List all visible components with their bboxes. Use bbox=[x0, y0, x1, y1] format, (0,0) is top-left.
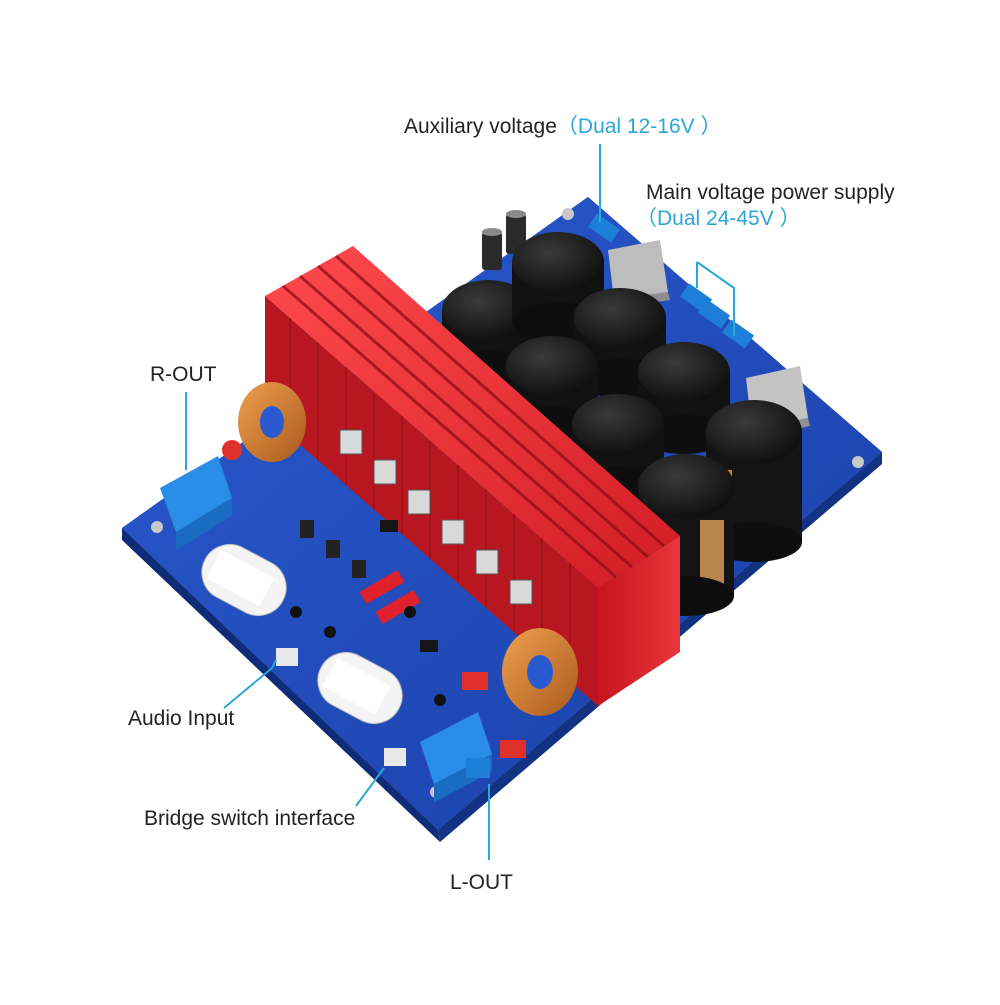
main-voltage-text: Main voltage power supply bbox=[646, 181, 895, 204]
inductors bbox=[238, 382, 578, 716]
film-capacitors bbox=[201, 543, 403, 725]
small-components bbox=[222, 440, 526, 766]
callout-leaders bbox=[185, 144, 735, 860]
main-voltage-spec: （Dual 24-45V ） bbox=[636, 207, 801, 230]
relays bbox=[160, 456, 492, 802]
audio-input-label: Audio Input bbox=[128, 707, 235, 730]
main-voltage-label: Main voltage power supply bbox=[646, 182, 895, 203]
power-terminals bbox=[587, 213, 755, 349]
aux-voltage-text: Auxiliary voltage bbox=[404, 115, 557, 138]
power-transistors bbox=[339, 429, 533, 605]
l-out-label: L-OUT bbox=[450, 871, 513, 894]
filter-capacitors bbox=[442, 232, 802, 616]
small-capacitors bbox=[482, 210, 526, 270]
aux-voltage-label: Auxiliary voltage（Dual 12-16V ） bbox=[404, 116, 721, 137]
r-out-label: R-OUT bbox=[150, 363, 217, 386]
aux-voltage-spec: （Dual 12-16V ） bbox=[556, 115, 722, 138]
bridge-switch-label: Bridge switch interface bbox=[144, 807, 356, 830]
